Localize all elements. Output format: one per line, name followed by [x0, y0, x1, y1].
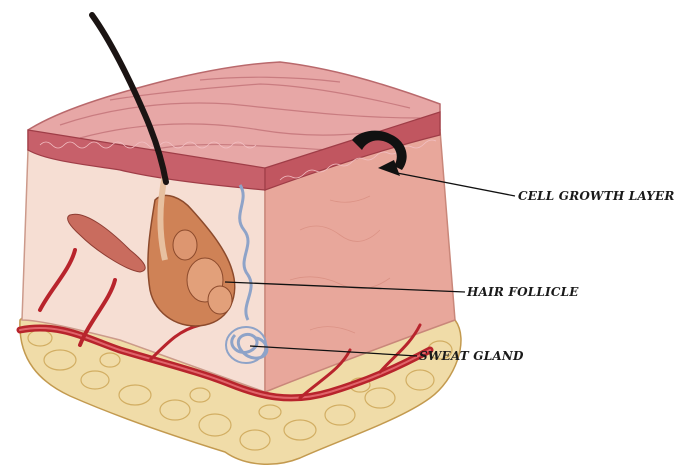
label-hair-follicle: HAIR FOLLICLE: [466, 285, 579, 299]
label-cell-growth-layer: CELL GROWTH LAYER: [518, 189, 675, 203]
label-sweat-gland: SWEAT GLAND: [419, 349, 524, 363]
